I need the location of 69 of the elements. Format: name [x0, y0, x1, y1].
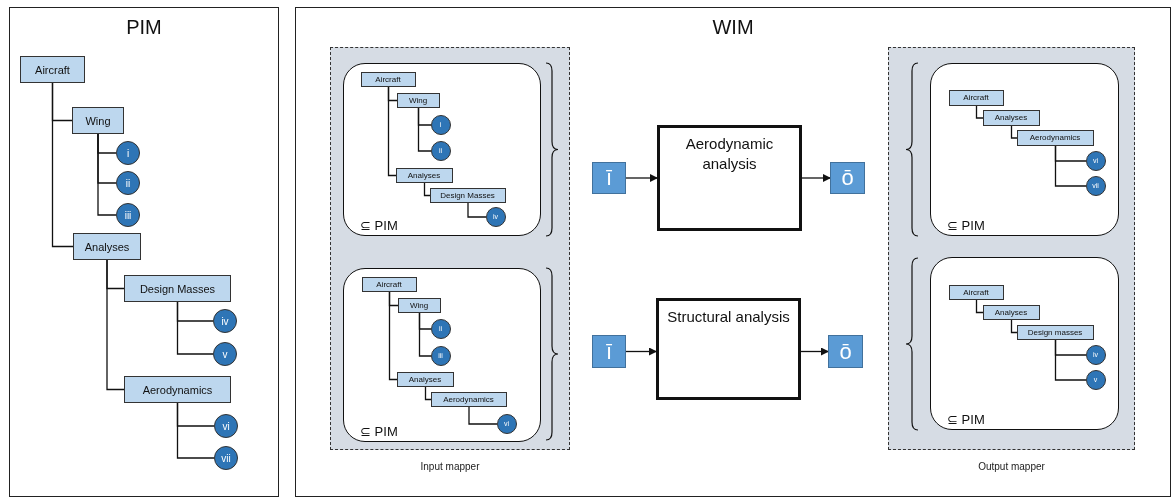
- connector-line: [106, 259, 125, 391]
- variable-box: ō: [830, 162, 865, 194]
- tree-node-box: Aircraft: [360, 71, 416, 87]
- rounded-card: [343, 63, 541, 236]
- connector-line: [1010, 319, 1018, 334]
- connector-line: [417, 107, 432, 152]
- tree-node-box: Design Masses: [429, 187, 506, 203]
- connector-line: [468, 406, 498, 425]
- connector-line: [424, 386, 432, 401]
- panel-title: WIM: [711, 16, 755, 39]
- panel: [295, 7, 1171, 497]
- tree-node-box: Aerodynamics: [430, 391, 507, 407]
- tree-node-box: Design Masses: [124, 275, 231, 302]
- connector-line: [467, 202, 487, 218]
- panel-title: PIM: [125, 16, 163, 39]
- variable-box: ō: [828, 335, 863, 368]
- connector-line: [975, 299, 984, 314]
- tree-node-box: Wing: [72, 107, 124, 134]
- tree-node-box: Analyses: [982, 304, 1040, 320]
- tree-node-box: Design masses: [1016, 324, 1094, 340]
- connector-line: [97, 133, 117, 216]
- leaf-circle: iii: [116, 203, 140, 227]
- subset-label: ⊆ PIM: [360, 218, 398, 233]
- tree-node-box: Analyses: [982, 109, 1040, 126]
- rounded-card: [930, 63, 1119, 236]
- arrow: [625, 347, 657, 356]
- leaf-circle: ii: [116, 171, 140, 195]
- connector-line: [176, 301, 214, 355]
- process-box: Aerodynamic analysis: [657, 125, 802, 231]
- variable-box: ī: [592, 335, 626, 368]
- tree-node-box: Analyses: [73, 233, 141, 260]
- tree-node-box: Analyses: [395, 167, 453, 183]
- connector-line: [418, 312, 432, 357]
- leaf-circle: i: [116, 141, 140, 165]
- mapper-label: Output mapper: [977, 461, 1046, 472]
- connector-line: [1054, 339, 1087, 381]
- leaf-circle: iv: [213, 309, 237, 333]
- connector-line: [387, 86, 397, 177]
- rounded-card: [343, 268, 541, 442]
- tree-node-box: Aerodynamics: [1016, 129, 1094, 146]
- subset-label: ⊆ PIM: [947, 218, 985, 233]
- tree-node-box: Aircraft: [361, 276, 417, 292]
- subset-label: ⊆ PIM: [360, 424, 398, 439]
- connector-line: [1054, 145, 1087, 187]
- tree-node-box: Aircraft: [948, 89, 1004, 106]
- subset-label: ⊆ PIM: [947, 412, 985, 427]
- tree-node-box: Aircraft: [20, 56, 85, 83]
- tree-node-box: Analyses: [396, 371, 454, 387]
- tree-node-box: Aerodynamics: [124, 376, 231, 403]
- tree-node-box: Wing: [396, 92, 440, 108]
- panel: [9, 7, 279, 497]
- arrow: [625, 174, 658, 182]
- arrow: [800, 347, 829, 356]
- leaf-circle: vi: [214, 414, 238, 438]
- mapper-label: Input mapper: [419, 461, 481, 472]
- rounded-card: [930, 257, 1119, 430]
- variable-box: ī: [592, 162, 626, 194]
- arrow: [801, 174, 831, 182]
- connector-line: [51, 82, 74, 248]
- connector-line: [975, 105, 984, 119]
- connector-line: [423, 182, 431, 197]
- tree-node-box: Wing: [397, 297, 441, 313]
- connector-line: [388, 291, 398, 381]
- leaf-circle: vii: [214, 446, 238, 470]
- process-box: Structural analysis: [656, 298, 801, 400]
- tree-node-box: Aircraft: [948, 284, 1004, 300]
- connector-line: [1010, 125, 1018, 139]
- leaf-circle: v: [213, 342, 237, 366]
- connector-line: [176, 402, 215, 459]
